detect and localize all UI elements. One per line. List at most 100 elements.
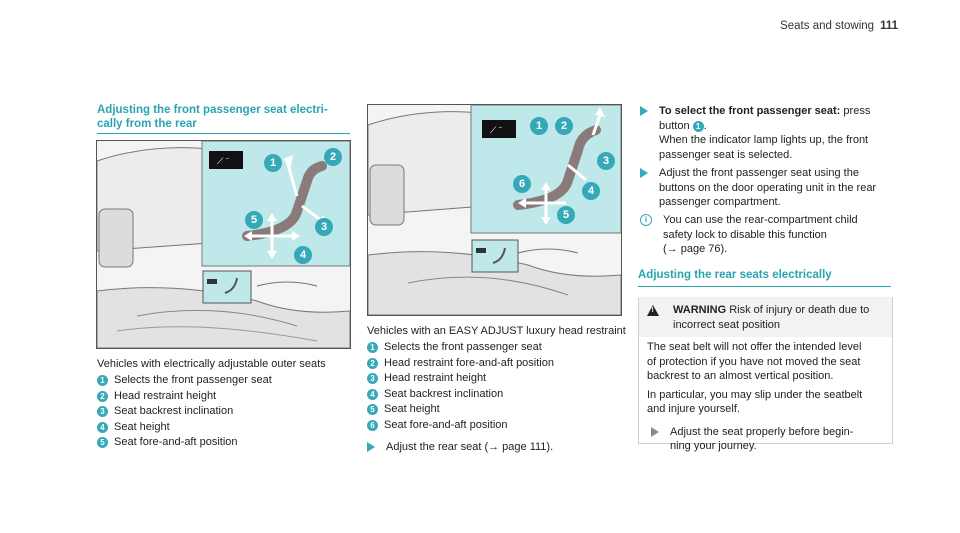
legend-text: Seat backrest inclination	[384, 387, 504, 400]
warning-line: ning your journey.	[670, 440, 757, 452]
step-arrow-icon	[367, 442, 375, 452]
warning-box: WARNING Risk of injury or death due to i…	[638, 297, 893, 452]
warning-line: The seat belt will not offer the intende…	[647, 341, 862, 353]
step-body: Adjust the front passenger seat using th…	[659, 166, 876, 210]
svg-text:⟋ ⁻: ⟋ ⁻	[490, 125, 503, 135]
section-title-front-passenger: Adjusting the front passenger seat elect…	[97, 103, 328, 131]
header-title: Seats and stowing	[780, 20, 875, 32]
legend-text: Seat height	[114, 420, 170, 433]
legend-text: Head restraint fore-and-aft position	[384, 356, 554, 369]
step-line: passenger compartment.	[659, 196, 781, 208]
step-line: buttons on the door operating unit in th…	[659, 181, 877, 194]
step-arrow-icon	[640, 168, 648, 178]
legend-number: 5	[367, 404, 378, 416]
warning-line: Adjust the seat properly before begin-	[670, 425, 854, 438]
callout-5: 5	[557, 206, 575, 224]
inline-badge: 1	[692, 121, 704, 133]
warning-header: WARNING Risk of injury or death due to i…	[639, 297, 892, 337]
warning-line: and injure yourself.	[647, 403, 740, 415]
step-select-front-seat: To select the front passenger seat: pres…	[640, 104, 900, 162]
step-text: button	[659, 119, 690, 132]
section-title-line: cally from the rear	[97, 118, 197, 130]
callout-5: 5	[245, 211, 263, 229]
svg-text:⟋ ⁻: ⟋ ⁻	[217, 156, 230, 166]
warning-paragraph-1: The seat belt will not offer the intende…	[639, 337, 892, 384]
warning-heading: WARNING Risk of injury or death due to i…	[673, 303, 869, 332]
legend-item: 4 Seat backrest inclination	[367, 387, 554, 403]
note-child-lock: i You can use the rear-compartment child…	[640, 213, 900, 257]
warning-line: backrest to an almost vertical position.	[647, 370, 834, 382]
legend-number: 2	[97, 390, 108, 402]
legend-item: 2 Head restraint fore-and-aft position	[367, 356, 554, 372]
legend-text: Seat fore-and-aft position	[384, 418, 508, 431]
section-rule	[638, 286, 891, 287]
legend-number: 4	[97, 421, 108, 433]
step-line: When the indicator lamp lights up, the f…	[659, 134, 869, 146]
callout-1: 1	[264, 154, 282, 172]
callout-1: 1	[530, 117, 548, 135]
figure-easy-adjust: ⟋ ⁻ 1 2 3 4 5 6	[367, 104, 622, 316]
warning-step-body: Adjust the seat properly before begin- n…	[670, 425, 853, 454]
step-text: press	[843, 105, 871, 117]
legend-number: 3	[367, 373, 378, 385]
legend-number: 5	[97, 437, 108, 449]
legend-text: Selects the front passenger seat	[384, 341, 542, 353]
legend-number: 1	[367, 342, 378, 354]
callout-3: 3	[315, 218, 333, 236]
section-rule	[97, 133, 350, 134]
step-bold: To select the front passenger seat:	[659, 105, 841, 117]
figure-electric-seats: ⟋ ⁻ 1 2 3 4 5	[96, 140, 351, 349]
legend-middle: 1 Selects the front passenger seat 2 Head …	[367, 340, 554, 433]
legend-text: Seat backrest inclination	[114, 405, 234, 417]
note-line: (→ page 76).	[663, 243, 728, 255]
step-line: Adjust the front passenger seat using th…	[659, 167, 859, 179]
legend-item: 5 Seat height	[367, 402, 554, 418]
warning-line: of protection if you have not moved the …	[647, 355, 861, 368]
warning-triangle-icon	[647, 305, 659, 316]
legend-number: 2	[367, 357, 378, 369]
warning-heading-line: WARNING Risk of injury or death due to	[673, 303, 869, 318]
legend-text: Selects the front passenger seat	[114, 374, 272, 386]
warning-heading-line: incorrect seat position	[673, 318, 780, 331]
legend-item: 6 Seat fore-and-aft position	[367, 418, 554, 434]
warning-paragraph-2: In particular, you may slip under the se…	[639, 384, 892, 417]
warning-heading-text: Risk of injury or death due to	[729, 304, 870, 316]
legend-item: 1 Selects the front passenger seat	[97, 373, 272, 389]
legend-number: 4	[367, 388, 378, 400]
legend-text: Seat fore-and-aft position	[114, 436, 238, 448]
step-line: button 1.	[659, 119, 707, 133]
legend-text: Seat height	[384, 403, 440, 415]
warning-step: Adjust the seat properly before begin- n…	[639, 417, 892, 454]
callout-3: 3	[597, 152, 615, 170]
callout-2: 2	[324, 148, 342, 166]
callout-6: 6	[513, 175, 531, 193]
step-line: To select the front passenger seat: pres…	[659, 104, 870, 119]
door-panel-illustration-2: ⟋ ⁻	[368, 105, 621, 315]
step-adjust-front-seat: Adjust the front passenger seat using th…	[640, 166, 900, 210]
warning-line: In particular, you may slip under the se…	[647, 388, 863, 401]
warning-label: WARNING	[673, 304, 727, 316]
figure-caption-left: Vehicles with electrically adjustable ou…	[97, 358, 326, 370]
callout-4: 4	[582, 182, 600, 200]
legend-item: 1 Selects the front passenger seat	[367, 340, 554, 356]
note-line: You can use the rear-compartment child	[663, 214, 858, 226]
legend-item: 5 Seat fore-and-aft position	[97, 435, 272, 451]
step-arrow-icon	[651, 426, 659, 437]
door-panel-illustration: ⟋ ⁻	[97, 141, 350, 348]
legend-text: Head restraint height	[114, 389, 217, 402]
info-icon: i	[640, 214, 652, 226]
section-title-rear-seats: Adjusting the rear seats electrically	[638, 269, 832, 281]
legend-item: 4 Seat height	[97, 420, 272, 436]
step-adjust-rear-seat: Adjust the rear seat (→ page 111).	[367, 440, 553, 455]
section-title-line: Adjusting the front passenger seat elect…	[97, 104, 328, 116]
step-text: Adjust the rear seat (→ page 111).	[386, 441, 554, 453]
legend-number: 6	[367, 419, 378, 431]
legend-left: 1 Selects the front passenger seat 2 Head …	[97, 373, 272, 451]
legend-number: 1	[97, 375, 108, 387]
legend-item: 2 Head restraint height	[97, 389, 272, 405]
figure-caption-middle: Vehicles with an EASY ADJUST luxury head…	[367, 325, 626, 337]
step-body: To select the front passenger seat: pres…	[659, 104, 870, 162]
